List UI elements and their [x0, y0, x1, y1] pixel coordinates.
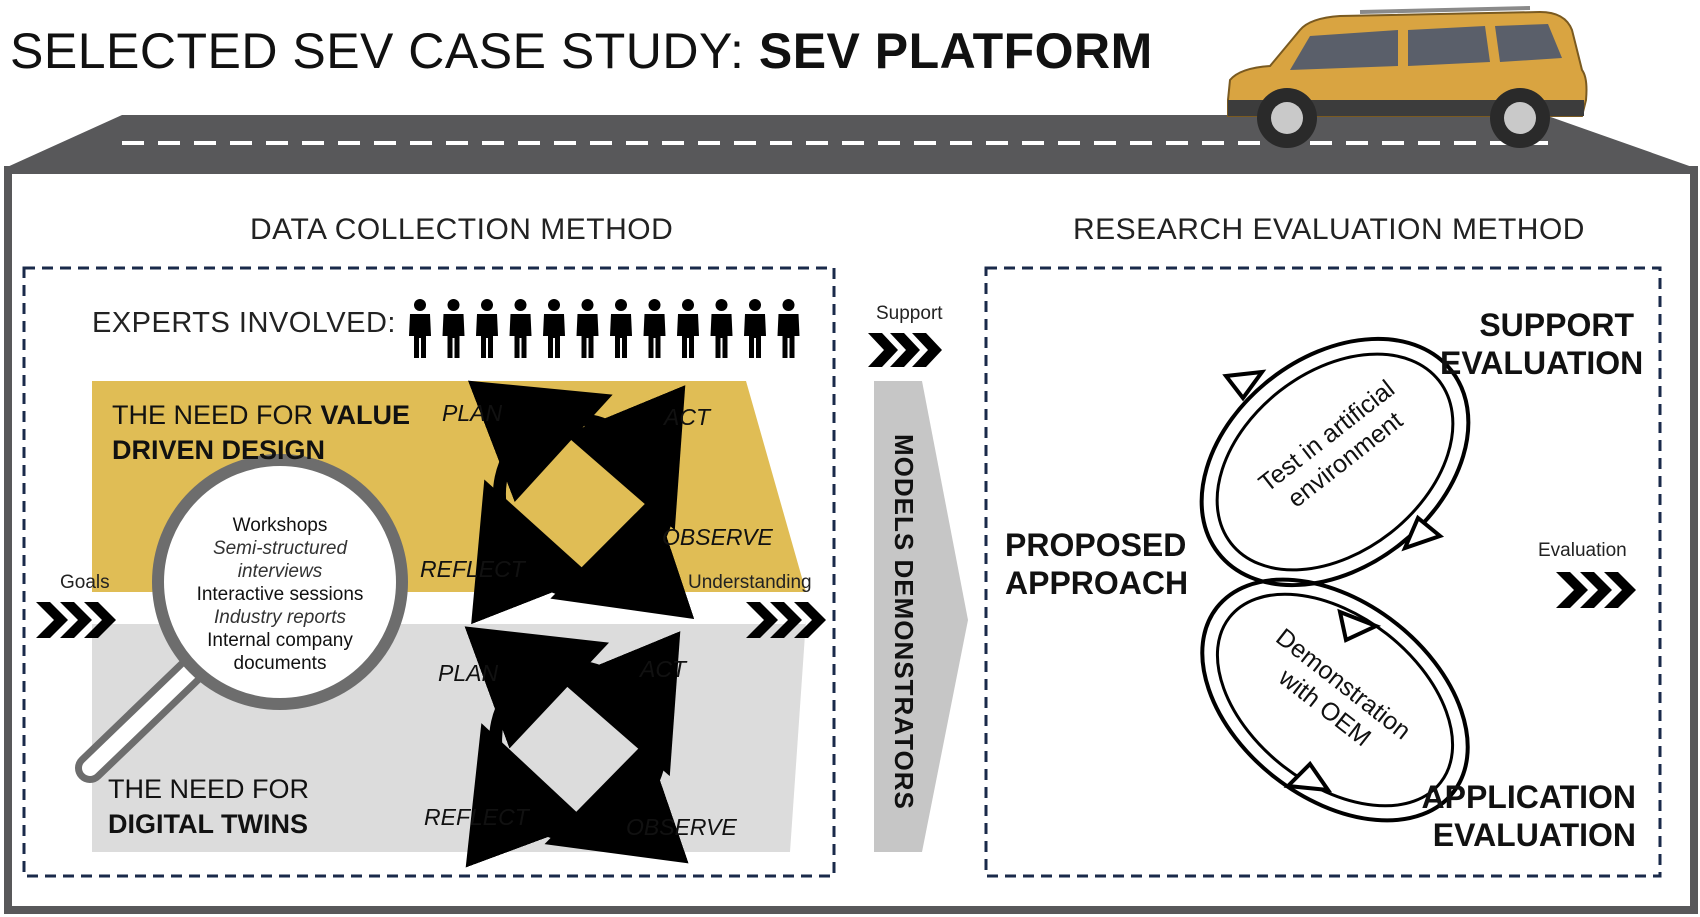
support-evaluation: SUPPORT EVALUATION [1440, 306, 1644, 382]
expert-icon [610, 299, 632, 358]
need-twins-line1: THE NEED FOR [108, 774, 310, 804]
data-collection-heading: DATA COLLECTION METHOD [250, 213, 674, 246]
page-title: SELECTED SEV CASE STUDY: SEV PLATFORM [10, 22, 1153, 80]
expert-icon [710, 299, 733, 358]
models-demonstrators-label: MODELS DEMONSTRATORS [888, 434, 919, 810]
title-bold: SEV PLATFORM [758, 23, 1153, 79]
cycle-top [467, 380, 695, 625]
cycle-bottom-reflect: REFLECT [424, 804, 529, 830]
car-icon [1227, 6, 1588, 148]
method-item: Semi-structured [212, 538, 348, 559]
method-item: Internal company [207, 630, 353, 651]
need-value-line2-bold: DRIVEN DESIGN [112, 435, 326, 465]
models-bar [874, 381, 968, 852]
proposed-line2: APPROACH [1005, 565, 1189, 601]
cycle-bottom-observe: OBSERVE [626, 814, 737, 840]
evaluation-label: Evaluation [1538, 540, 1627, 561]
support-eval-line1: SUPPORT [1479, 307, 1634, 343]
need-value-line1-regular: THE NEED FOR [112, 400, 314, 430]
application-evaluation: APPLICATION EVALUATION [1420, 778, 1636, 854]
proposed-line1: PROPOSED [1005, 527, 1187, 563]
right-panel-border [984, 266, 1662, 878]
need-digital-twins: THE NEED FOR DIGITAL TWINS [108, 772, 309, 842]
support-chevrons [868, 333, 942, 367]
expert-icon [677, 299, 699, 358]
need-value-line1-bold: VALUE [320, 400, 411, 430]
methods-list: Workshops Semi-structured interviews Int… [180, 514, 380, 675]
cycle-top-plan: PLAN [442, 400, 503, 426]
cycle-bottom-plan: PLAN [438, 660, 499, 686]
experts-label: EXPERTS INVOLVED: [92, 307, 396, 339]
expert-icon [777, 299, 800, 358]
application-eval-line2: EVALUATION [1432, 817, 1636, 853]
method-item: documents [233, 653, 327, 674]
goals-label: Goals [60, 572, 110, 593]
outer-frame [4, 166, 1698, 914]
support-label: Support [876, 303, 943, 324]
cycle-top-act: ACT [664, 404, 710, 430]
understanding-label: Understanding [688, 572, 812, 593]
support-eval-line2: EVALUATION [1440, 345, 1644, 381]
loop-bottom-arrowheads [1283, 608, 1382, 793]
experts-icons [409, 299, 800, 358]
expert-icon [744, 299, 766, 358]
cycle-bottom [464, 626, 689, 868]
method-item: Workshops [232, 515, 328, 536]
need-twins-line2: DIGITAL TWINS [108, 809, 308, 839]
models-demonstrators-text: MODELS DEMONSTRATORS [889, 434, 919, 810]
loop-bottom [1200, 577, 1470, 823]
need-value-design: THE NEED FOR VALUE DRIVEN DESIGN [112, 398, 410, 468]
cycle-bottom-act: ACT [640, 656, 686, 682]
cycle-top-observe: OBSERVE [662, 524, 773, 550]
cycle-top-reflect: REFLECT [420, 556, 525, 582]
understanding-chevrons [746, 602, 826, 638]
method-item: Interactive sessions [196, 584, 364, 605]
expert-icon [442, 299, 465, 358]
expert-icon [509, 299, 532, 358]
loop-top [1199, 336, 1471, 588]
expert-icon [476, 299, 498, 358]
expert-icon [409, 299, 431, 358]
method-item: Industry reports [214, 607, 346, 628]
loop-top-arrowheads [1222, 369, 1445, 552]
left-panel-border [22, 266, 836, 878]
method-item: interviews [237, 561, 323, 582]
title-regular: SELECTED SEV CASE STUDY: [10, 23, 745, 79]
evaluation-chevrons [1556, 572, 1636, 608]
application-eval-line1: APPLICATION [1421, 779, 1636, 815]
expert-icon [576, 299, 599, 358]
expert-icon [543, 299, 565, 358]
magnifier-icon [75, 454, 408, 783]
research-evaluation-heading: RESEARCH EVALUATION METHOD [1073, 213, 1585, 246]
expert-icon [643, 299, 666, 358]
goals-chevrons [36, 602, 116, 638]
proposed-approach: PROPOSED APPROACH [1005, 526, 1188, 602]
